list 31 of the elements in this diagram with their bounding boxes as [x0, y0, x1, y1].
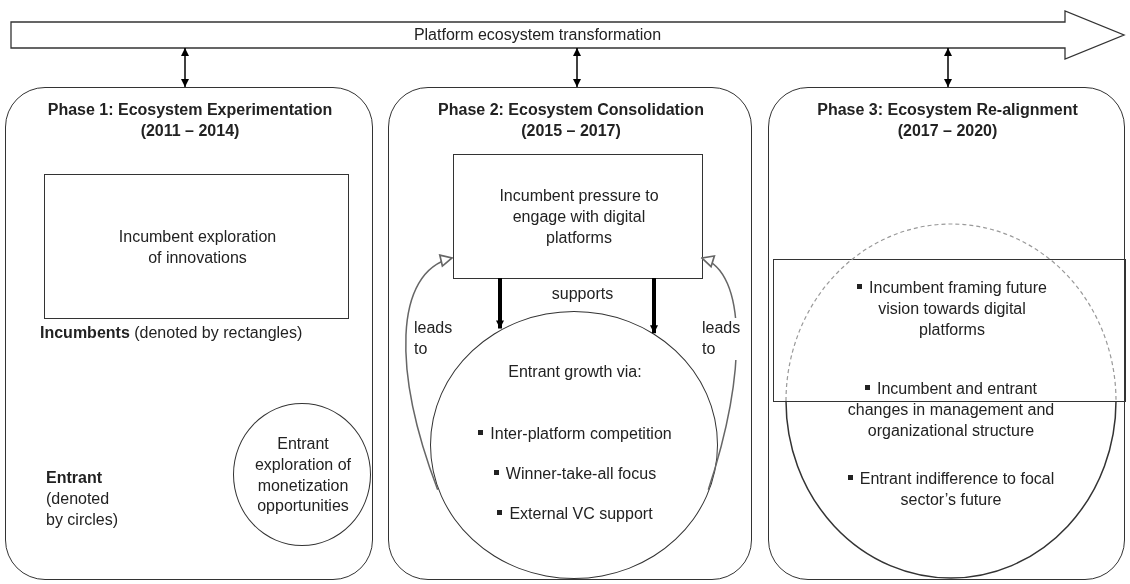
double-arrow — [573, 47, 581, 88]
circle-text: Entrant exploration of monetization opportunities — [253, 433, 353, 517]
legend-note: Incumbents (denoted by rectangles) — [40, 323, 303, 343]
bullet-item: Incumbent framing future vision towards digital platforms — [849, 278, 1055, 341]
box-text: Incumbent exploration of innovations — [117, 226, 278, 268]
circle-heading: Entrant growth via: — [507, 362, 643, 382]
box-text: Incumbent pressure to engage with digital platforms — [498, 186, 660, 248]
bullet-item: Inter-platform competition — [445, 424, 705, 445]
bullet-item: Incumbent and entrant changes in management and organizational structure — [845, 379, 1057, 442]
double-arrow — [181, 47, 189, 88]
curved-arrow — [405, 256, 453, 491]
entrant-circle — [785, 223, 1117, 579]
bullet-item: Entrant indifference to focal sector’s future — [843, 469, 1059, 511]
legend-note: Entrant (denoted by circles) — [46, 468, 119, 530]
phase-heading: Phase 1: Ecosystem Experimentation (2011 – 2014) — [46, 100, 334, 141]
incumbent-rectangle — [453, 154, 703, 279]
double-arrow — [944, 47, 952, 88]
arrow-label: supports — [550, 284, 615, 304]
phase-panel — [5, 87, 373, 580]
incumbent-rectangle — [44, 174, 349, 319]
timeline-arrow — [10, 10, 1125, 60]
bullet-item: Winner-take-all focus — [445, 464, 705, 485]
phase-heading: Phase 3: Ecosystem Re-alignment (2017 – 2020) — [816, 100, 1079, 141]
arrow-label: Platform ecosystem transformation — [412, 24, 663, 45]
arrow — [496, 278, 504, 329]
phase-panel — [768, 87, 1125, 580]
bullet-item: External VC support — [445, 504, 705, 525]
incumbent-rectangle — [773, 259, 1126, 402]
arrow — [650, 278, 658, 334]
phase-heading: Phase 2: Ecosystem Consolidation (2015 – 2017) — [437, 100, 705, 141]
entrant-circle — [233, 403, 371, 546]
